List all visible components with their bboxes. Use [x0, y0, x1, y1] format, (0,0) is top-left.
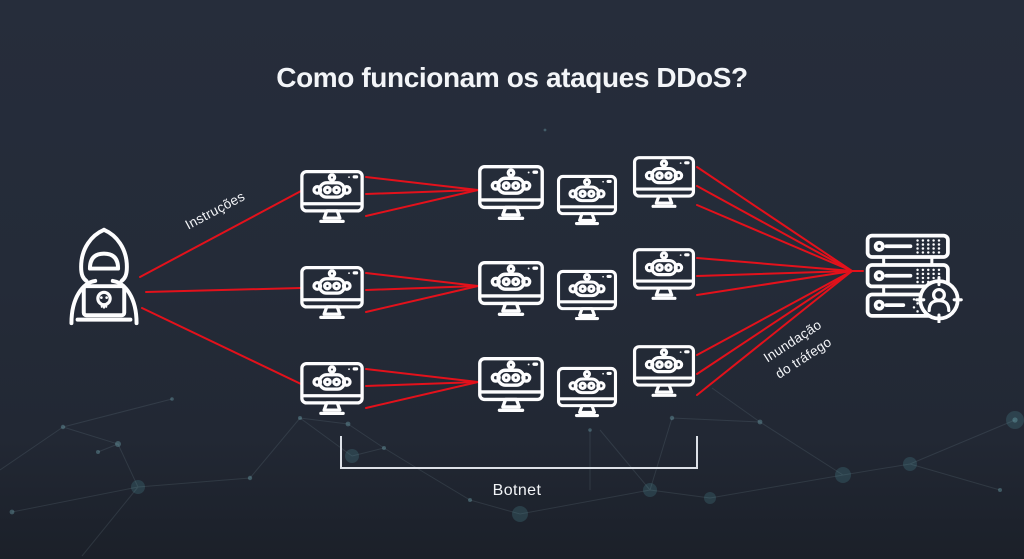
bot-computer-icon — [299, 361, 365, 416]
hacker-laptop-skull-icon — [60, 227, 148, 326]
bot-computer-icon — [556, 366, 618, 418]
bot-computer-icon — [556, 174, 618, 226]
page-title: Como funcionam os ataques DDoS? — [276, 62, 748, 93]
bot-computer-icon — [477, 260, 545, 317]
bot-computer-icon — [299, 265, 365, 320]
botnet-label: Botnet — [492, 482, 542, 499]
bot-computer-icon — [632, 155, 696, 209]
bot-computer-icon — [299, 169, 365, 224]
bot-computer-icon — [477, 356, 545, 413]
bot-computer-icon — [632, 247, 696, 301]
bot-computer-icon — [632, 344, 696, 398]
target-person-icon — [915, 275, 963, 323]
server-target-icon — [864, 232, 964, 323]
bot-computer-icon — [477, 164, 545, 221]
botnet-bracket — [340, 436, 698, 469]
bot-computer-icon — [556, 269, 618, 321]
